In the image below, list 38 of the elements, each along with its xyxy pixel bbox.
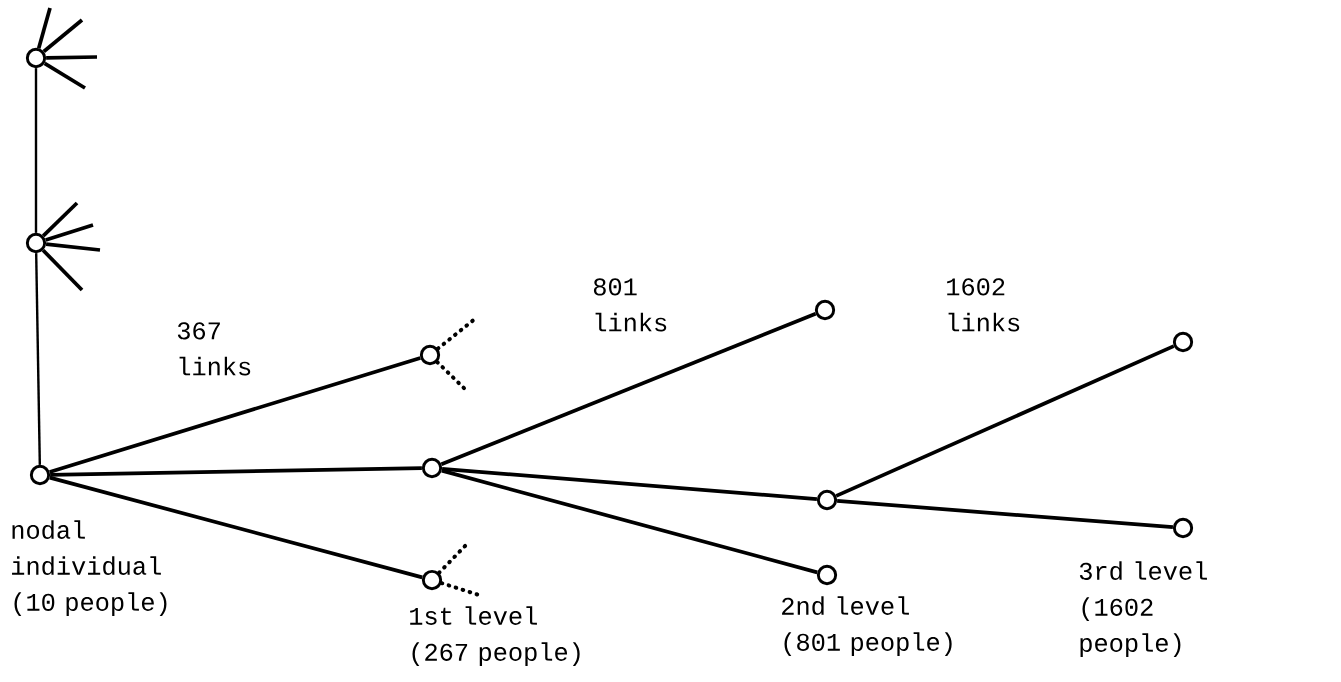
link-stub — [43, 61, 86, 90]
link-stub — [437, 541, 470, 575]
network-node — [419, 344, 441, 366]
network-node — [1172, 331, 1194, 353]
level-caption: 3rd level (1602 people) — [1079, 561, 1207, 657]
link-line — [835, 344, 1175, 498]
link-line — [49, 356, 421, 474]
link-line — [49, 475, 423, 580]
network-node — [1172, 517, 1194, 539]
link-line — [35, 253, 42, 465]
network-node — [816, 489, 838, 511]
network-node — [816, 564, 838, 586]
level-caption: nodal individual (10 people) — [12, 520, 167, 616]
link-stub — [36, 7, 52, 49]
network-node — [421, 457, 443, 479]
network-node — [29, 464, 51, 486]
network-node — [25, 232, 47, 254]
link-line — [50, 466, 422, 477]
link-stub — [435, 316, 478, 351]
link-stub — [46, 55, 98, 60]
level-caption: 1st level (267 people) — [410, 606, 580, 666]
network-node — [814, 299, 836, 321]
link-stub — [41, 248, 84, 292]
link-line — [441, 466, 818, 502]
link-stub — [45, 242, 101, 252]
link-stub — [42, 18, 84, 53]
network-node — [25, 47, 47, 69]
network-node — [421, 569, 443, 591]
link-count-label: 1602 links — [947, 278, 1020, 332]
link-line — [34, 68, 38, 233]
link-stub — [45, 223, 94, 242]
link-line — [836, 498, 1174, 530]
link-count-label: 801 links — [593, 278, 667, 332]
level-caption: 2nd level (801 people) — [782, 596, 952, 656]
link-line — [441, 468, 818, 575]
link-line — [440, 312, 817, 466]
link-stub — [41, 201, 79, 238]
link-count-label: 367 links — [177, 322, 251, 376]
